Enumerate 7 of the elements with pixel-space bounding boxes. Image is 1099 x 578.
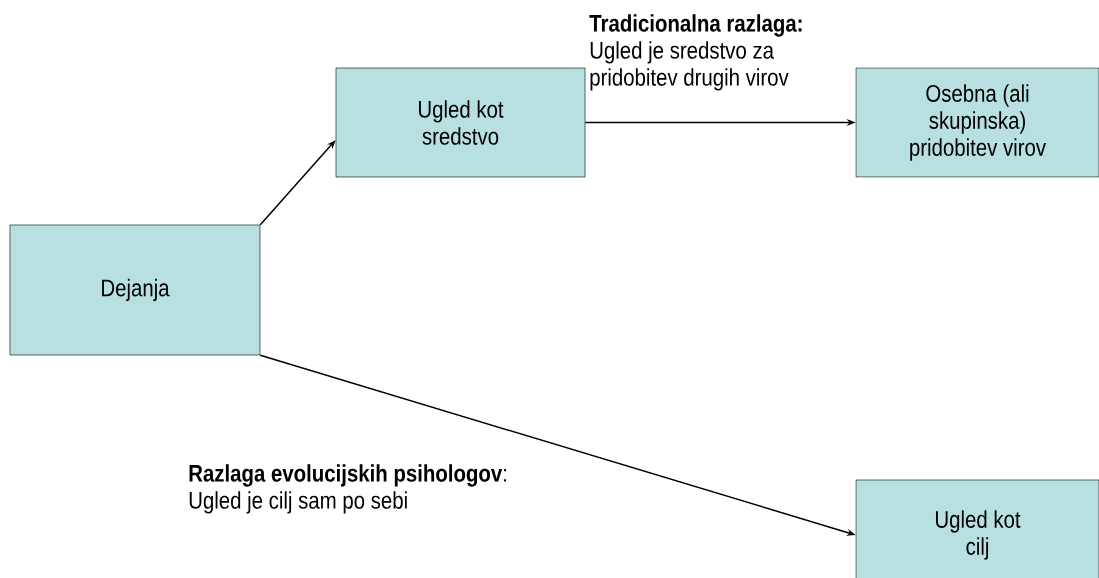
- process-box: Ugled kot cilj: [855, 479, 1099, 578]
- arrow: [259, 140, 336, 226]
- process-box: Ugled kot sredstvo: [335, 67, 586, 178]
- edge-label: Tradicionalna razlaga: Ugled je sredstvo za pridobitev drugih virov: [589, 14, 802, 91]
- process-box: Dejanja: [9, 224, 261, 356]
- process-box: Osebna (ali skupinska) pridobitev virov: [855, 67, 1099, 178]
- edge-label: Razlaga evolucijskih psihologov: Ugled je cilj sam po sebi: [189, 464, 507, 514]
